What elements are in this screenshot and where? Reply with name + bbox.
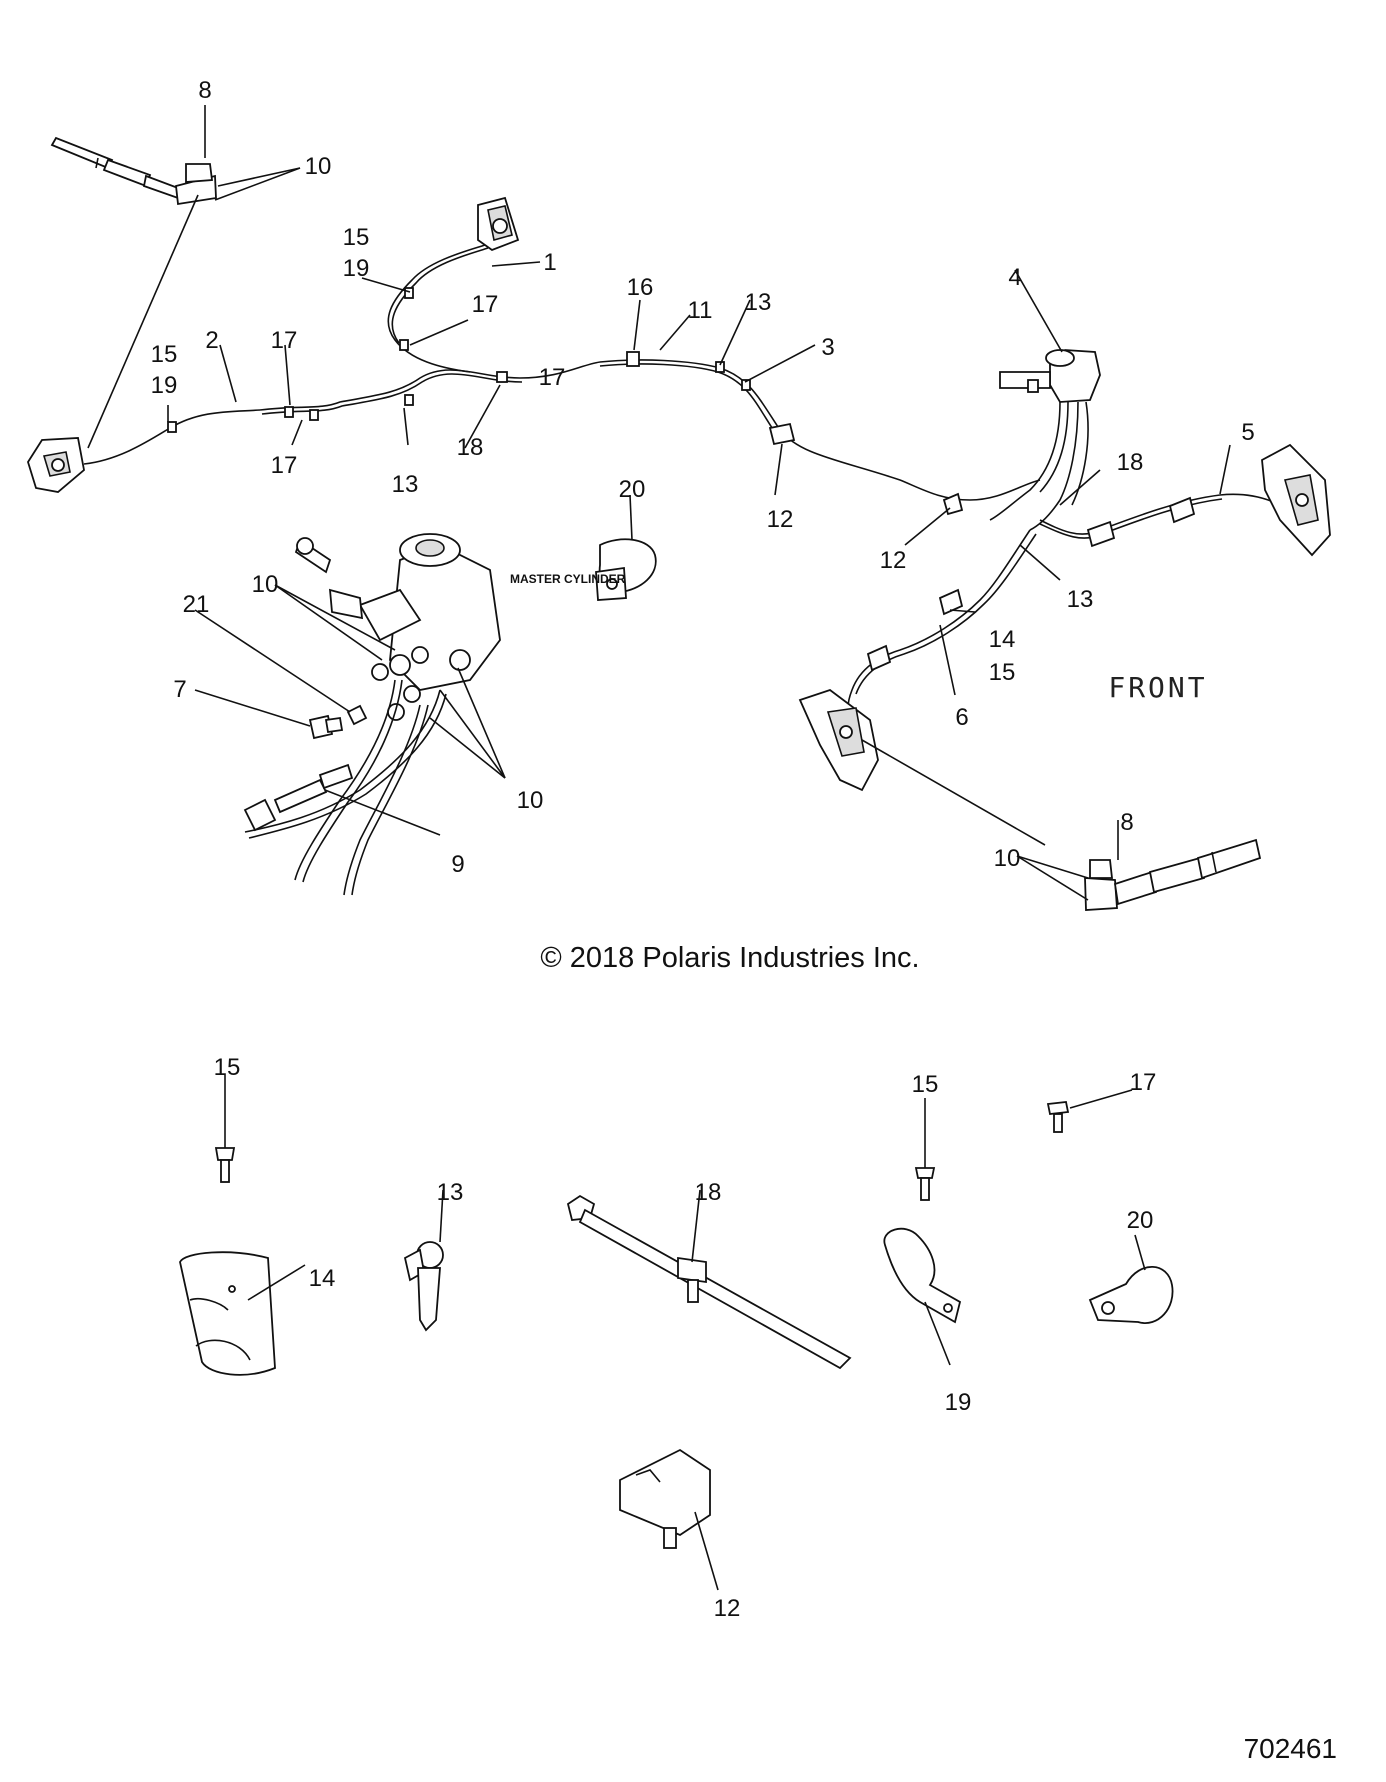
callout-20-a: 20 <box>619 476 646 503</box>
brake-caliper-rear-right <box>477 196 520 252</box>
master-cylinder-main <box>294 533 501 721</box>
banjo-fitting-front-right <box>1084 838 1262 911</box>
callout-7: 7 <box>173 676 186 703</box>
screw-15-right <box>914 1098 936 1201</box>
callout-3: 3 <box>821 334 834 361</box>
callout-16: 16 <box>627 274 654 301</box>
front-direction-label: FRONT <box>1108 671 1207 704</box>
screw-15-left <box>214 1075 236 1183</box>
callout-17-c: 17 <box>472 291 499 318</box>
master-cylinder-tag-text: MASTER CYLINDER <box>510 572 626 586</box>
callout-13-d: 13 <box>437 1179 464 1206</box>
callout-8-bottom: 8 <box>1120 809 1133 836</box>
clamp-19 <box>883 1227 962 1366</box>
callout-10-master-bottom: 10 <box>517 787 544 814</box>
callout-15-c: 15 <box>989 659 1016 686</box>
callout-6: 6 <box>955 704 968 731</box>
callout-13-b: 13 <box>745 289 772 316</box>
clamp-20 <box>1088 1234 1174 1324</box>
brake-caliper-rear-left <box>27 409 261 493</box>
clip-13 <box>403 1189 444 1332</box>
master-cylinder-small <box>989 349 1101 531</box>
leader-lines-top <box>87 105 1231 696</box>
callout-15-a: 15 <box>343 224 370 251</box>
callout-12-a: 12 <box>767 506 794 533</box>
callout-12-c: 12 <box>714 1595 741 1622</box>
master-cylinder-tag-clamp <box>595 538 657 601</box>
callout-17-a: 17 <box>271 327 298 354</box>
master-cylinder-hoses <box>244 679 447 896</box>
figure-number: 702461 <box>1244 1733 1337 1764</box>
brake-line-5 <box>1039 493 1281 548</box>
callout-20-b: 20 <box>1127 1207 1154 1234</box>
screw-17 <box>1046 1089 1133 1133</box>
callout-13-c: 13 <box>1067 586 1094 613</box>
brake-line-1 <box>387 244 489 373</box>
line-clip-group-rear <box>167 287 964 516</box>
callout-19-a: 19 <box>343 255 370 282</box>
callout-17-e: 17 <box>1130 1069 1157 1096</box>
callout-21: 21 <box>183 591 210 618</box>
callout-15-d: 15 <box>214 1054 241 1081</box>
callout-15-e: 15 <box>912 1071 939 1098</box>
clamp-14 <box>179 1251 306 1376</box>
callout-11: 11 <box>688 297 713 324</box>
bolt-7 <box>308 714 344 740</box>
callout-1: 1 <box>543 249 556 276</box>
callout-18-b: 18 <box>1117 449 1144 476</box>
banjo-fitting-rear-left <box>50 136 217 206</box>
callout-14-b: 14 <box>309 1265 336 1292</box>
copyright-notice: © 2018 Polaris Industries Inc. <box>540 942 919 974</box>
brake-caliper-front-left <box>798 688 1046 846</box>
clip-12 <box>619 1448 719 1591</box>
callout-14-a: 14 <box>989 626 1016 653</box>
callout-15-b: 15 <box>151 341 178 368</box>
callout-18-c: 18 <box>695 1179 722 1206</box>
brake-caliper-front-right <box>1261 443 1331 557</box>
callout-10-bottom: 10 <box>994 845 1021 872</box>
callout-17-b: 17 <box>271 452 298 479</box>
callout-18-a: 18 <box>457 434 484 461</box>
callout-12-b: 12 <box>880 547 907 574</box>
callout-8-top: 8 <box>198 77 211 104</box>
fitting-21 <box>346 704 368 726</box>
brake-line-3 <box>599 359 1041 501</box>
callout-10-top: 10 <box>305 153 332 180</box>
brake-switch-9 <box>243 763 354 832</box>
callout-10-master-top: 10 <box>252 571 279 598</box>
callout-19-c: 19 <box>945 1389 972 1416</box>
callout-13-a: 13 <box>392 471 419 498</box>
callout-4: 4 <box>1008 264 1021 291</box>
brake-line-6 <box>847 529 1037 721</box>
callout-2: 2 <box>205 327 218 354</box>
callout-17-d: 17 <box>539 364 566 391</box>
leader-lines-master <box>194 584 1119 901</box>
tie-wrap-18 <box>566 1189 852 1370</box>
callout-5: 5 <box>1241 419 1254 446</box>
callout-19-b: 19 <box>151 372 178 399</box>
callout-9: 9 <box>451 851 464 878</box>
